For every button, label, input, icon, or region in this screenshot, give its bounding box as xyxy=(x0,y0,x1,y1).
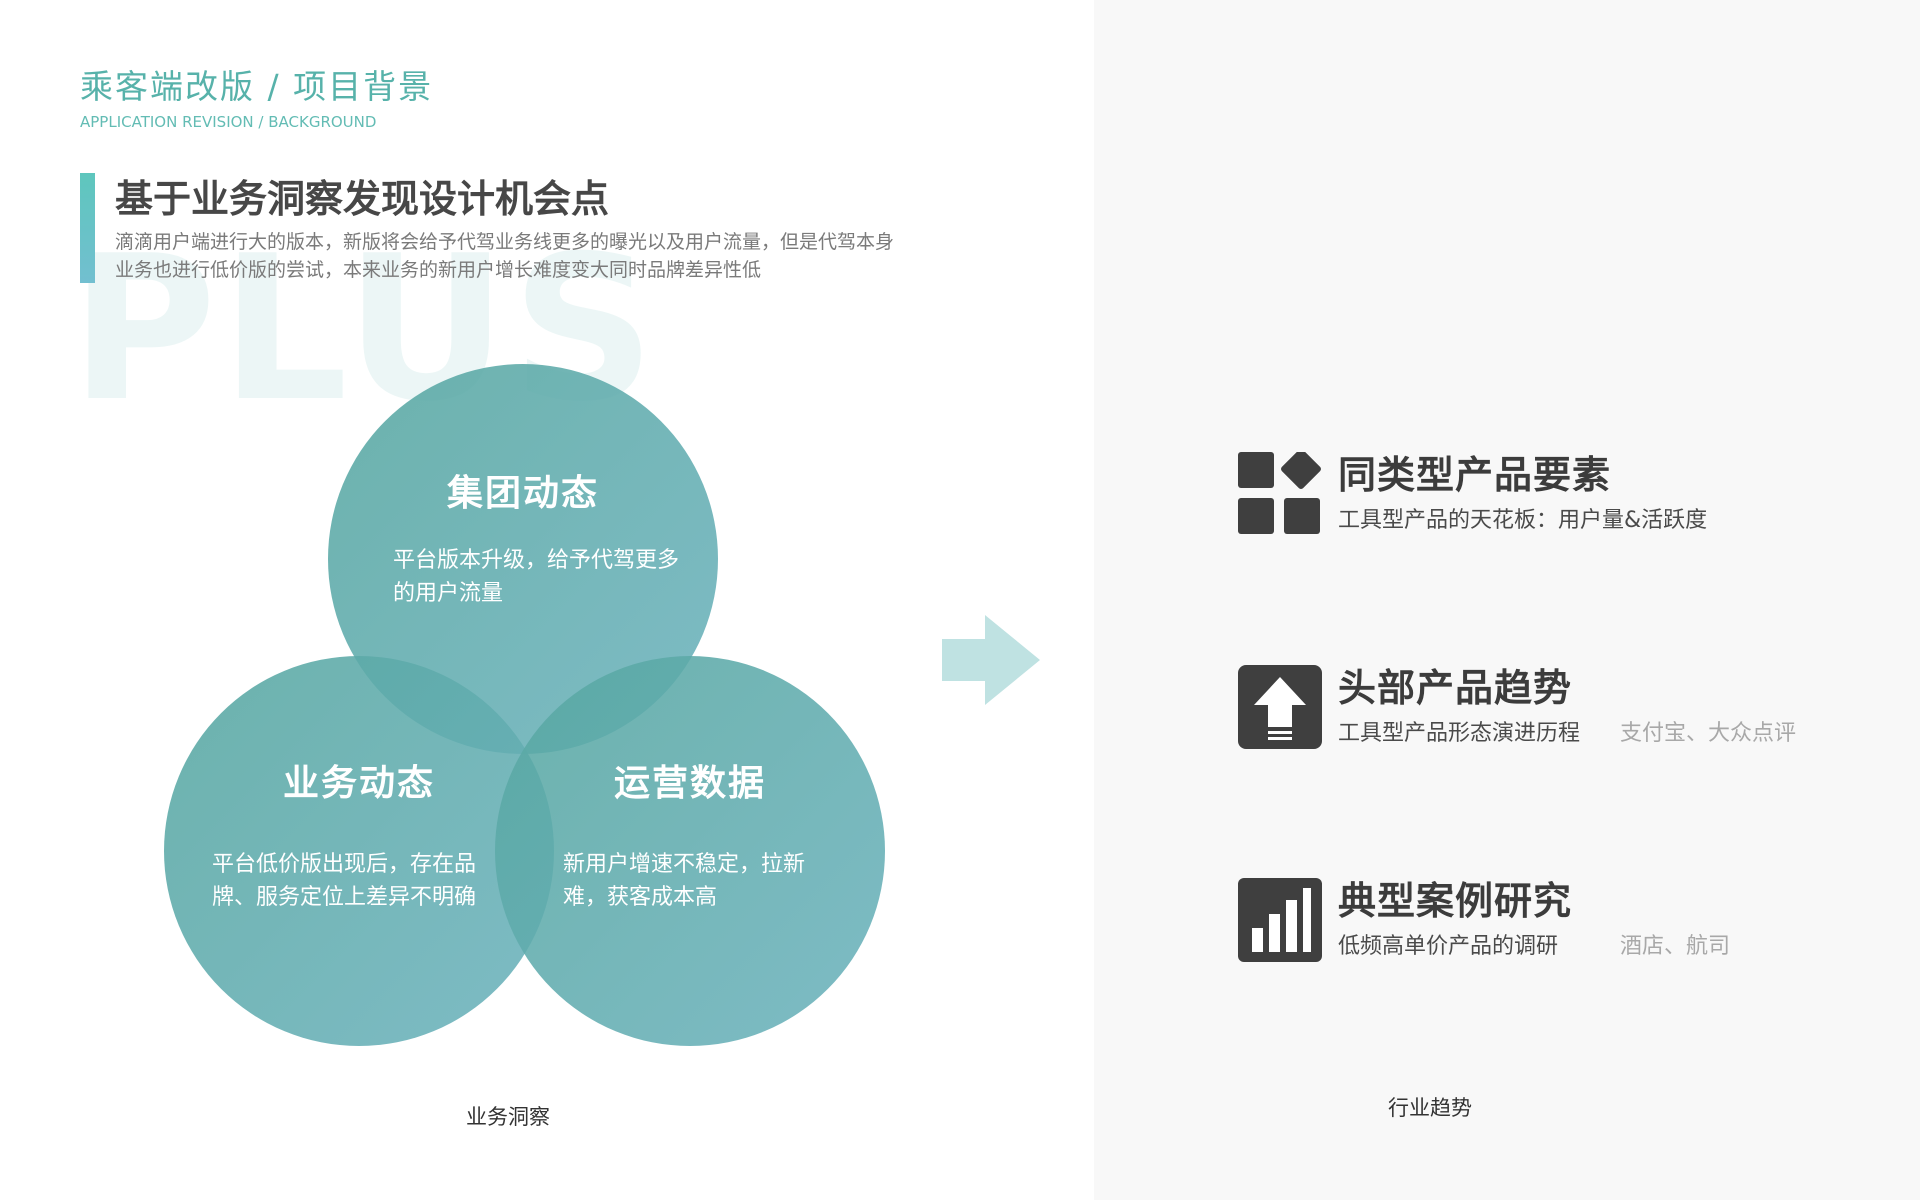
upload-arrow-icon xyxy=(1238,665,1322,749)
section-heading: 基于业务洞察发现设计机会点 xyxy=(115,177,610,221)
venn-title-operation-data: 运营数据 xyxy=(613,763,766,804)
venn-desc-business-news: 平台低价版出现后，存在品牌、服务定位上差异不明确 xyxy=(212,852,477,910)
venn-diagram: 集团动态 平台版本升级，给予代驾更多的用户流量 业务动态 平台低价版出现后，存在… xyxy=(160,360,890,1050)
heading-accent-bar xyxy=(80,173,95,283)
trend-desc: 工具型产品形态演进历程 xyxy=(1338,721,1581,746)
trend-title: 典型案例研究 xyxy=(1338,879,1573,923)
venn-title-business-news: 业务动态 xyxy=(282,763,435,804)
trend-note: 支付宝、大众点评 xyxy=(1620,721,1797,746)
arrow-right-icon xyxy=(942,615,1040,705)
trend-desc: 工具型产品的天花板：用户量&活跃度 xyxy=(1338,508,1708,533)
trend-title: 头部产品趋势 xyxy=(1338,666,1573,710)
bar-chart-icon xyxy=(1238,878,1322,962)
page-subtitle: APPLICATION REVISION / BACKGROUND xyxy=(80,113,377,131)
caption-industry-trend: 行业趋势 xyxy=(1388,1096,1472,1120)
trend-desc: 低频高单价产品的调研 xyxy=(1338,934,1559,959)
trend-title: 同类型产品要素 xyxy=(1338,453,1612,497)
venn-circle-business-news: 业务动态 平台低价版出现后，存在品牌、服务定位上差异不明确 xyxy=(164,656,554,1046)
venn-desc-group-news: 平台版本升级，给予代驾更多的用户流量 xyxy=(393,548,680,606)
grid-blocks-icon xyxy=(1238,452,1321,534)
venn-title-group-news: 集团动态 xyxy=(446,473,599,514)
venn-circle-operation-data: 运营数据 新用户增速不稳定，拉新难，获客成本高 xyxy=(495,656,885,1046)
right-panel xyxy=(1094,0,1920,1200)
section-description: 滴滴用户端进行大的版本，新版将会给予代驾业务线更多的曝光以及用户流量，但是代驾本… xyxy=(115,231,895,281)
caption-business-insight: 业务洞察 xyxy=(466,1105,550,1129)
venn-desc-operation-data: 新用户增速不稳定，拉新难，获客成本高 xyxy=(563,852,806,910)
trend-note: 酒店、航司 xyxy=(1620,934,1731,959)
page-title: 乘客端改版 / 项目背景 xyxy=(80,67,434,106)
